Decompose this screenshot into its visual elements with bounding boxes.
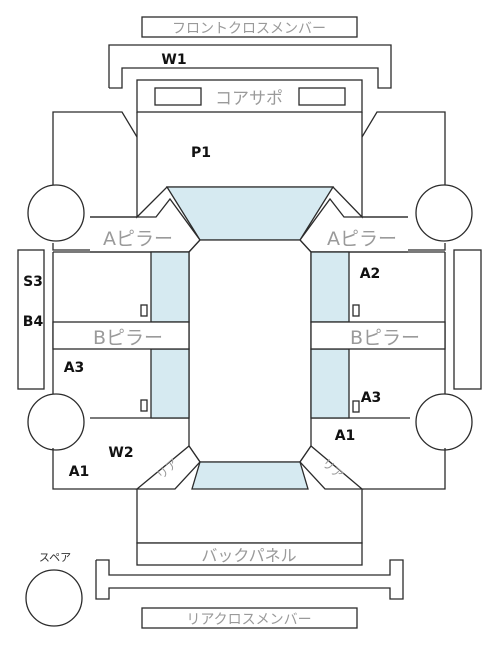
rear-quarter-right[interactable]: A1 — [335, 428, 446, 490]
rear-right-door-glass[interactable] — [310, 348, 350, 419]
rear-cross-member-label: リアクロスメンバー — [186, 612, 311, 628]
rear-window[interactable] — [191, 461, 309, 490]
core-support-label: コアサポ — [215, 89, 283, 109]
code-a3-right: A3 — [361, 390, 382, 406]
rear-pillar-left[interactable]: リア — [135, 445, 201, 490]
rear-left-door-handle — [140, 399, 148, 412]
code-a2: A2 — [360, 266, 381, 282]
front-cross-member[interactable]: フロントクロスメンバー — [141, 16, 358, 38]
spare-tire-label: スペア — [39, 551, 71, 564]
b-pillar-right[interactable]: Bピラー — [310, 321, 446, 350]
b-pillar-left[interactable]: Bピラー — [52, 321, 190, 350]
front-right-wheel[interactable] — [415, 184, 473, 242]
rear-left-door-glass[interactable] — [150, 348, 190, 419]
rear-right-door-handle — [352, 400, 360, 413]
front-left-door-handle — [140, 304, 148, 317]
headlight-left — [154, 87, 202, 106]
a-pillar-left-label: Aピラー — [103, 228, 173, 250]
back-panel[interactable]: バックパネル — [136, 542, 363, 566]
windshield[interactable] — [165, 186, 335, 241]
right-doors[interactable]: A2 A3 — [310, 251, 446, 419]
front-left-wheel[interactable] — [27, 184, 85, 242]
rear-right-wheel[interactable] — [415, 393, 473, 451]
code-b4: B4 — [23, 314, 44, 330]
b-pillar-right-label: Bピラー — [350, 327, 420, 349]
roof-panel[interactable] — [188, 239, 312, 463]
rear-pillar-right[interactable]: リア — [299, 445, 364, 490]
code-a1-left: A1 — [69, 464, 90, 480]
code-a3-left: A3 — [64, 360, 85, 376]
headlight-right — [298, 87, 346, 106]
b-pillar-left-label: Bピラー — [93, 327, 163, 349]
code-p1: P1 — [191, 145, 211, 161]
left-side-sill[interactable]: S3 B4 — [17, 249, 45, 390]
code-s3: S3 — [23, 274, 43, 290]
front-right-door-glass[interactable] — [310, 251, 350, 323]
front-right-door-handle — [352, 304, 360, 317]
front-bumper-bracket[interactable]: W1 — [108, 44, 392, 89]
front-left-door-glass[interactable] — [150, 251, 190, 323]
rear-bumper[interactable] — [95, 559, 404, 600]
rear-left-wheel[interactable] — [27, 393, 85, 451]
spare-tire[interactable]: スペア — [25, 551, 83, 627]
right-side-sill[interactable] — [453, 249, 482, 390]
rear-quarter-left[interactable]: A1 W2 — [52, 445, 137, 490]
rear-cross-member[interactable]: リアクロスメンバー — [141, 607, 358, 629]
front-cross-member-label: フロントクロスメンバー — [172, 21, 326, 37]
spare-tire-circle — [25, 569, 83, 627]
code-a1-right: A1 — [335, 428, 356, 444]
a-pillar-right-label: Aピラー — [327, 228, 397, 250]
trunk-lid[interactable] — [136, 489, 363, 544]
code-w1: W1 — [161, 52, 186, 68]
core-support[interactable]: コアサポ — [136, 79, 363, 113]
code-w2: W2 — [108, 445, 133, 461]
back-panel-label: バックパネル — [201, 546, 296, 565]
